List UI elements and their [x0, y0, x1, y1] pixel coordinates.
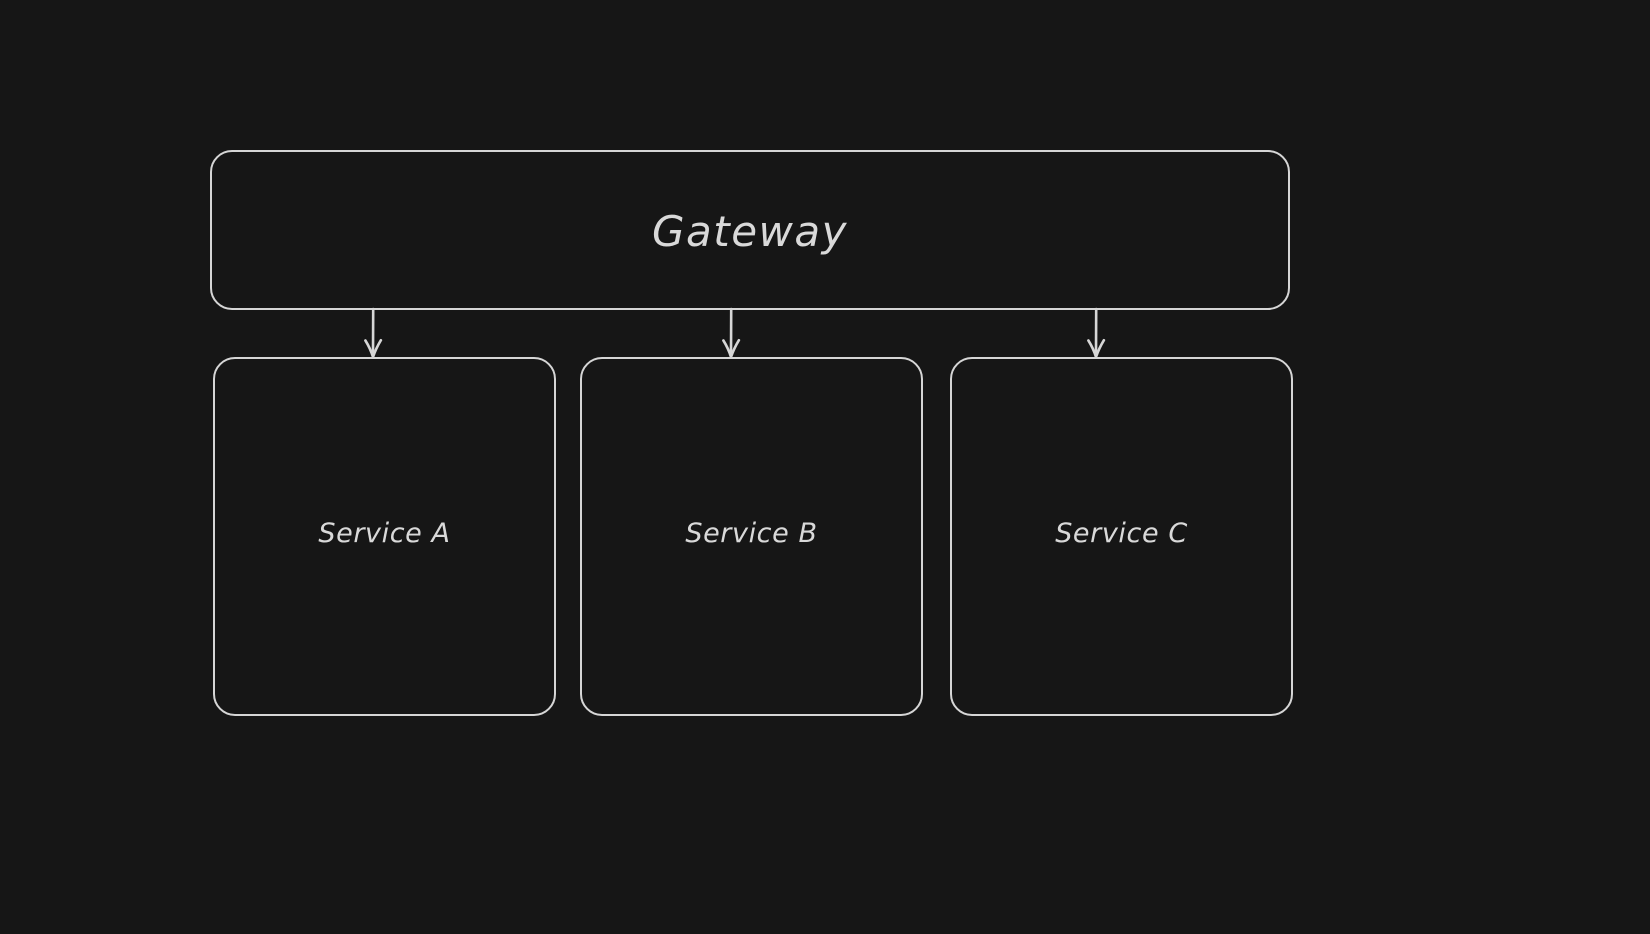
arrowhead-icon: [1087, 338, 1106, 359]
node-service-a-label: Service A: [318, 518, 451, 549]
node-service-c-label: Service C: [1055, 518, 1188, 549]
node-gateway[interactable]: Gateway: [210, 150, 1290, 310]
node-service-c[interactable]: Service C: [950, 357, 1293, 716]
node-service-a[interactable]: Service A: [213, 357, 556, 716]
node-gateway-label: Gateway: [651, 206, 849, 256]
node-service-b-label: Service B: [685, 518, 818, 549]
arrowhead-icon: [364, 338, 383, 359]
arrowhead-icon: [722, 338, 741, 359]
node-service-b[interactable]: Service B: [580, 357, 923, 716]
